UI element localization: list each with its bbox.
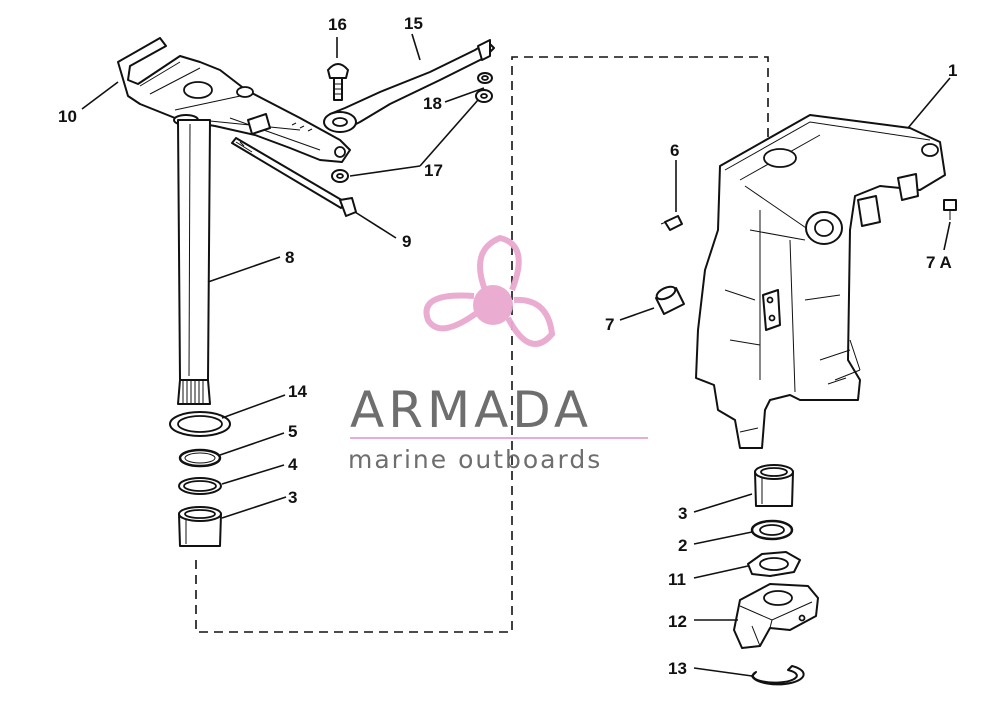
- part-12-steering-yoke: [733, 583, 819, 649]
- part-6-screw: [660, 215, 683, 231]
- part-3-bushing-left: [178, 506, 222, 547]
- part-8-steering-shaft: [177, 119, 211, 405]
- callout-9: 9: [402, 232, 411, 251]
- part-2-seal: [750, 519, 794, 541]
- part-1-swivel-bracket: [695, 114, 946, 449]
- part-15-tie-rod: [323, 39, 495, 133]
- callout-3-right: 3: [678, 504, 687, 523]
- brand-name: ARMADA: [350, 381, 592, 439]
- propeller-blade-icon: [423, 292, 480, 332]
- callout-2: 2: [678, 536, 687, 555]
- callout-7: 7: [605, 315, 614, 334]
- callout-3-left: 3: [288, 488, 297, 507]
- armada-logo: [350, 234, 648, 439]
- callout-7a: 7 A: [926, 253, 952, 272]
- part-10-steering-arm: [117, 37, 351, 163]
- callout-18: 18: [423, 94, 442, 113]
- callout-8: 8: [285, 248, 294, 267]
- callout-5: 5: [288, 422, 297, 441]
- callout-12: 12: [668, 612, 687, 631]
- propeller-hub-icon: [473, 285, 513, 325]
- part-9-bolt: [231, 137, 357, 217]
- propeller-blade-icon: [505, 296, 556, 347]
- part-18-washers: [475, 72, 493, 103]
- part-11-gasket: [747, 551, 801, 577]
- callout-6: 6: [670, 141, 679, 160]
- leader-lines: [81, 33, 951, 677]
- part-16-bolt: [327, 63, 349, 101]
- brand-tagline: marine outboards: [348, 445, 602, 474]
- callout-14: 14: [288, 382, 307, 401]
- part-5-seal: [178, 448, 222, 468]
- callout-16: 16: [328, 15, 347, 34]
- callout-4: 4: [288, 455, 298, 474]
- part-7-bushing: [655, 285, 685, 315]
- callout-17: 17: [424, 161, 443, 180]
- part-4-ring: [178, 477, 222, 495]
- callout-13: 13: [668, 659, 687, 678]
- assembly-dashed-line: [195, 56, 769, 633]
- propeller-blade-icon: [477, 234, 522, 292]
- part-14-washer: [169, 411, 231, 437]
- part-7a-screw: [943, 199, 957, 220]
- callout-15: 15: [404, 14, 423, 33]
- callout-10: 10: [58, 107, 77, 126]
- callout-11: 11: [668, 570, 686, 589]
- part-17-nut: [331, 169, 349, 183]
- callout-1: 1: [948, 61, 957, 80]
- part-13-retaining-ring: [751, 665, 805, 686]
- part-3-bushing-right: [754, 464, 794, 507]
